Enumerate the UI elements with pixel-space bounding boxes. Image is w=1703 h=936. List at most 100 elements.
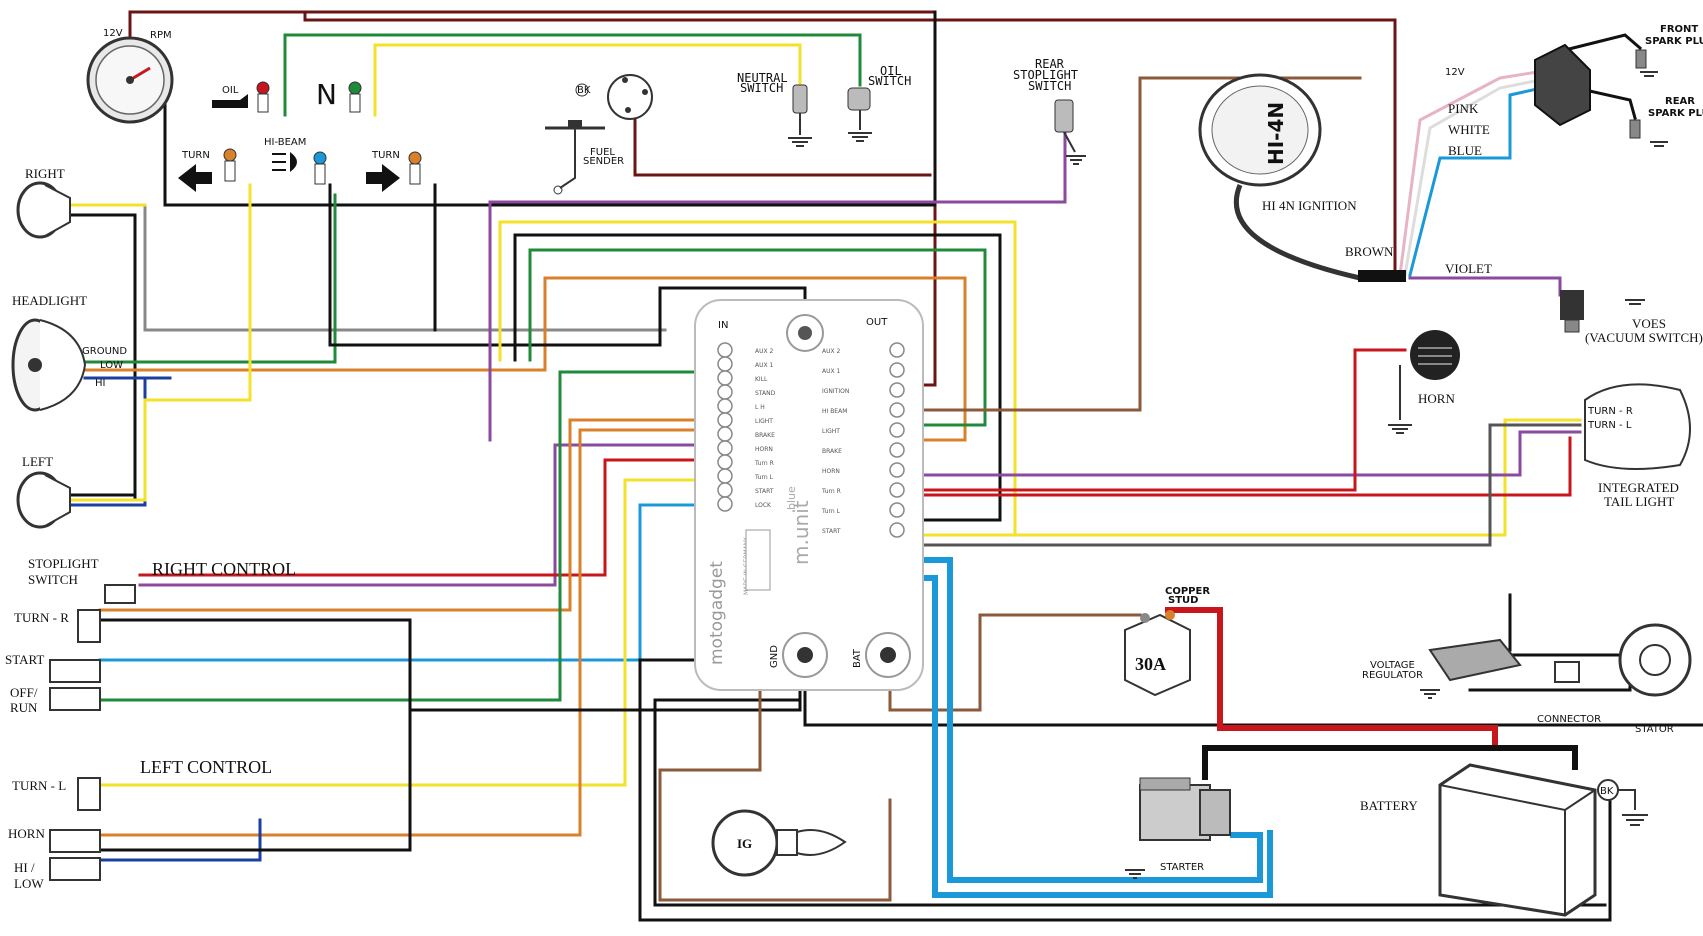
munit-out-label: OUT [866,317,888,328]
munit-out-terminal [889,362,905,378]
wire-black-gnd2 [638,658,1612,922]
oil-can-icon [212,94,248,108]
integrated-tail-light: TURN - R TURN - L INTEGRATED TAIL LIGHT [1584,383,1691,509]
hilow-label-2: LOW [14,876,44,891]
munit-in-terminal [717,356,733,372]
munit-in-label: IN [718,320,728,331]
munit-brand: motogadget [707,561,727,665]
wire-pink-coil [1398,68,1552,277]
munit-in-terminal [717,440,733,456]
wire-black-plug-rear [1583,88,1637,120]
front-spark-plug: FRONT SPARK PLUG [1635,24,1703,77]
volt-reg-label-1: VOLTAGE [1370,660,1415,671]
wire-black-out [513,233,1002,522]
front-plug-label-2: SPARK PLUG [1645,36,1703,47]
munit-gnd-label: GND [769,645,780,668]
munit-out-terminal [889,402,905,418]
copper-stud-label-2: STUD [1168,595,1198,606]
neutral-switch-label-2: SWITCH [740,81,783,95]
munit-in-pin-label: STAND [755,390,776,397]
wire-green-out [528,248,987,427]
voltage-regulator: VOLTAGE REGULATOR [1362,638,1522,699]
wire-cyan-starter2 [900,575,1273,898]
wire-black-battery [1202,745,1578,780]
wire-white-coil [1403,76,1552,277]
hilow-label-1: HI / [14,860,35,875]
hibeam-icon [272,152,297,172]
fuel-bk-label: BK [577,85,591,96]
headlight-label: HEADLIGHT [12,293,87,308]
oil-label: OIL [222,85,239,96]
start-label: START [5,652,44,667]
munit-in-pin-label: AUX 1 [755,362,774,369]
munit-in-pin-label: HORN [755,446,773,453]
tach-rpm-label: RPM [150,30,172,41]
rear-plug-label-1: REAR [1665,96,1695,107]
wire-orange-horn [98,428,727,837]
voes-switch: VOES (VACUUM SWITCH) [1560,290,1703,345]
munit-in-terminal [717,426,733,442]
rear-plug-label-2: SPARK PLUG [1648,108,1703,119]
hi4n-logo: HI-4N [1264,102,1288,165]
munit-in-pin-label: LOCK [755,502,772,509]
arrow-right-icon [366,164,400,192]
munit-model: m.unit [789,500,813,565]
hibeam-label: HI-BEAM [264,137,306,148]
munit-out-pin-label: LIGHT [822,428,840,435]
fuse-label: 30A [1135,654,1166,674]
left-control-label: LEFT CONTROL [140,757,272,777]
wire-yellow-tail [908,418,1582,537]
left-label: LEFT [22,454,53,469]
munit-in-pin-label: Turn L [754,474,774,481]
munit-out-pin-label: BRAKE [822,448,842,455]
munit-in-terminal [717,370,733,386]
wire-yellow-turnl [98,478,727,787]
wire-black-reg3 [1468,678,1632,692]
pink-label: PINK [1448,101,1479,116]
stator: STATOR [1618,623,1692,735]
tachometer: 12V RPM [86,28,174,124]
turn-left-lamp [223,148,237,162]
munit-blue: blue [785,486,798,510]
white-label: WHITE [1448,122,1490,137]
rear-stop-label-3: SWITCH [1028,79,1071,93]
connector-label: CONNECTOR [1537,714,1601,725]
arrow-left-icon [178,164,212,192]
munit-out-pin-label: AUX 2 [822,348,841,355]
right-control: STOPLIGHT SWITCH RIGHT CONTROL TURN - R … [5,556,296,715]
munit-bat-label: BAT [852,648,863,668]
tach-12v-label: 12V [103,28,123,39]
wire-black-indicator-bus [163,10,937,207]
munit-out-pin-label: HI BEAM [822,408,847,415]
munit-in-pin-label: START [755,488,774,495]
fuel-sender: BK FUEL SENDER [545,74,653,195]
neutral-switch: NEUTRAL SWITCH [737,71,812,147]
turn-right-label: TURN [371,150,400,161]
wire-cyan-starter [900,557,1263,883]
oil-switch-label-2: SWITCH [868,74,911,88]
wire-darkred-long [303,10,1397,272]
wire-gray-right [43,203,667,332]
right-control-label: RIGHT CONTROL [152,559,296,579]
horn-ctrl-label: HORN [8,826,45,841]
tail-turn-r-label: TURN - R [1587,406,1633,417]
battery: BATTERY BK [1360,763,1648,917]
munit-out-terminal [889,502,905,518]
brown-label: BROWN [1345,244,1394,259]
fuse-30a: COPPER STUD 30A [1124,586,1210,697]
munit-out-pin-label: Turn R [821,488,841,495]
blue-label: BLUE [1448,143,1482,158]
wire-violet-out [488,128,1067,442]
right-label: RIGHT [25,166,65,181]
munit-out-terminal [889,522,905,538]
front-right-turn: RIGHT [16,166,71,239]
munit-out-terminal [889,462,905,478]
wire-violet-stop [138,443,727,587]
wire-cyan-start [98,503,727,662]
oil-switch: OIL SWITCH [847,64,911,142]
hibeam-lamp [313,151,327,165]
rear-spark-plug: REAR SPARK PLUG [1629,96,1703,147]
